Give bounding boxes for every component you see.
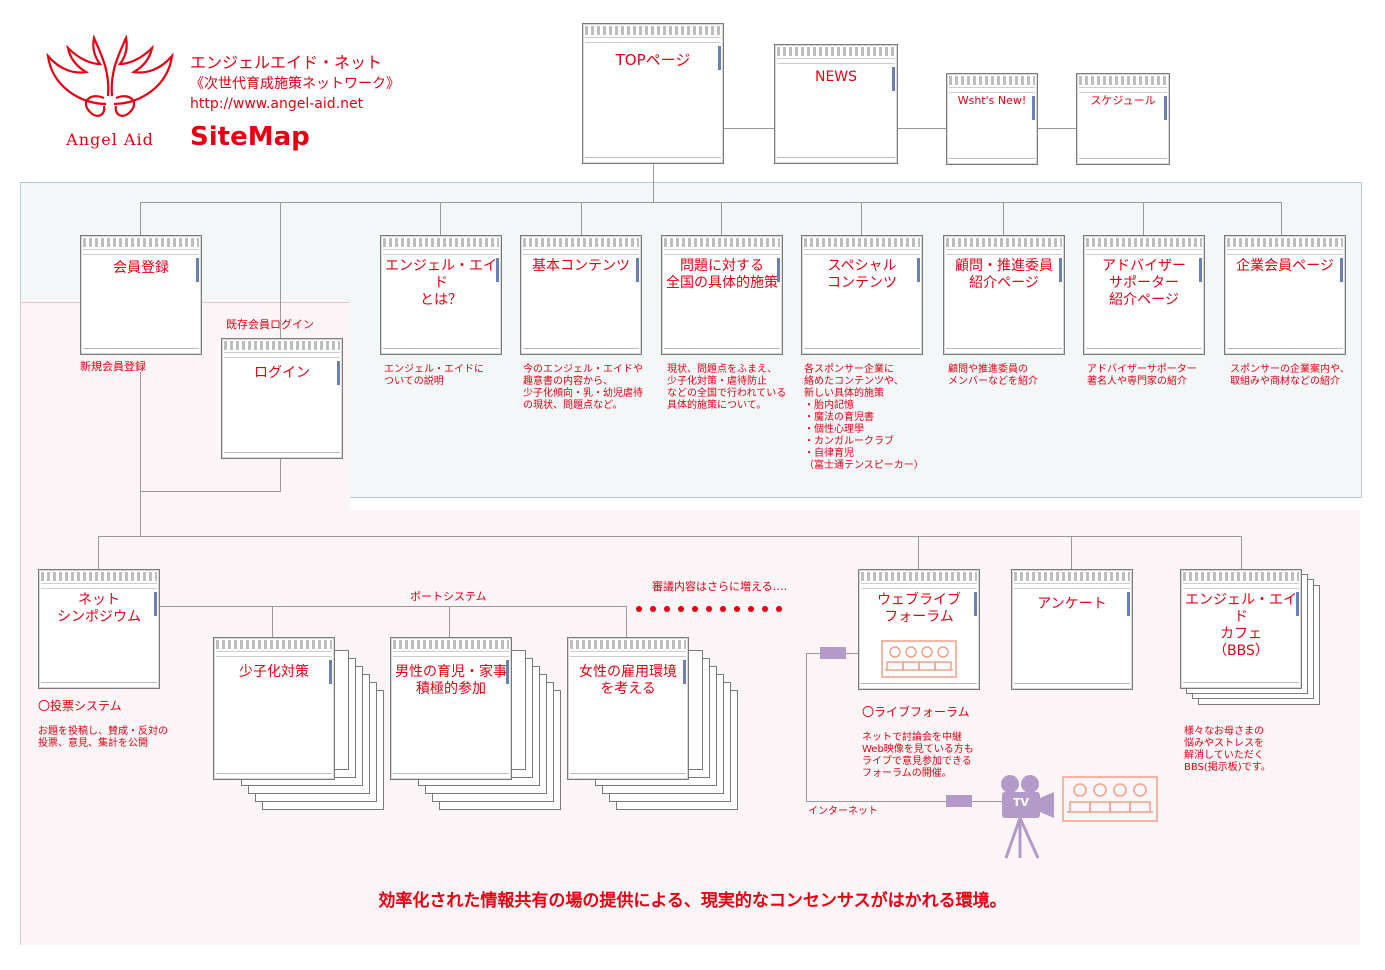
schedule-window[interactable]: スケジュール [1076, 73, 1170, 165]
window-title: スペシャル コンテンツ [827, 258, 897, 291]
window-title: スケジュール [1090, 94, 1156, 107]
window-title: 会員登録 [113, 260, 169, 276]
content-desc: 現状、問題点をふまえ、 少子化対策・虐待防止 などの全国で行われている 具体的施… [667, 364, 787, 411]
tv-label: TV [1012, 796, 1030, 809]
window-title: TOPページ [615, 51, 691, 69]
connector [806, 801, 1006, 802]
connector [653, 162, 654, 202]
login-window[interactable]: ログイン [221, 338, 343, 459]
content-desc: 今のエンジェル・エイドや 趣意書の内容から、 少子化傾向・乳・幼児虐待 の現状、… [523, 364, 643, 411]
window-title: 女性の雇用環境 を考える [579, 664, 677, 697]
content-desc: 顧問や推進委員の メンバーなどを紹介 [948, 364, 1038, 387]
news-window[interactable]: NEWS [774, 44, 898, 164]
logo-text: Angel Aid [66, 130, 154, 149]
cafe-desc: 様々なお母さまの 悩みやストレスを 解消していただく BBS(掲示板)です。 [1184, 726, 1271, 773]
tagline: 効率化された情報共有の場の提供による、現実的なコンセンサスがはかれる環境。 [378, 891, 1007, 911]
window-title: エンジェル・エイド カフェ （BBS） [1185, 592, 1297, 659]
audience-icon [1062, 776, 1158, 826]
content-window-supporters[interactable]: アドバイザー サポーター 紹介ページ [1083, 235, 1205, 355]
connector [1281, 202, 1282, 235]
window-title: ウェブライブ フォーラム [877, 592, 961, 625]
more-dots [634, 600, 784, 619]
site-url[interactable]: http://www.angel-aid.net [190, 96, 364, 112]
member-register-window[interactable]: 会員登録 [80, 235, 202, 355]
connector [98, 536, 1242, 537]
content-window-corporate[interactable]: 企業会員ページ [1224, 235, 1346, 355]
connector [918, 536, 919, 569]
network-link-icon [946, 795, 972, 807]
connector [721, 202, 722, 235]
connector [280, 202, 281, 338]
live-forum-window[interactable]: ウェブライブ フォーラム [858, 569, 980, 690]
more-topics-label: 審議内容はさらに増える‥‥ [652, 580, 788, 593]
top-page-window[interactable]: TOPページ [582, 23, 724, 164]
site-title: エンジェルエイド・ネット [190, 53, 383, 72]
connector [581, 202, 582, 235]
content-window-measures[interactable]: 問題に対する 全国の具体的施策 [661, 235, 783, 355]
wings-icon [46, 34, 174, 117]
connector [98, 536, 99, 569]
sitemap-heading: SiteMap [190, 122, 310, 152]
vote-system-label: ボートシステム [410, 590, 487, 603]
connector [1003, 202, 1004, 235]
internet-label: インターネット [808, 806, 878, 817]
connector [440, 202, 441, 235]
connector [1036, 128, 1076, 129]
survey-window[interactable]: アンケート [1011, 569, 1133, 690]
live-forum-heading: 〇ライブフォーラム [862, 705, 970, 719]
connector [140, 491, 281, 492]
window-title: ログイン [254, 365, 310, 381]
content-window-special[interactable]: スペシャル コンテンツ [801, 235, 923, 355]
window-title: アドバイザー サポーター 紹介ページ [1102, 258, 1186, 308]
connector [140, 372, 141, 536]
content-window-advisors[interactable]: 顧問・推進委員 紹介ページ [943, 235, 1065, 355]
site-subtitle: 《次世代育成施策ネットワーク》 [190, 76, 400, 92]
connector [272, 606, 273, 637]
whats-new-window[interactable]: Wsht's New! [946, 73, 1038, 165]
window-title: ネット シンポジウム [57, 592, 141, 625]
connector [1241, 536, 1242, 569]
symposium-window[interactable]: ネット シンポジウム [38, 569, 160, 689]
window-title: 問題に対する 全国の具体的施策 [666, 258, 778, 291]
video-camera-icon: TV [994, 774, 1056, 860]
window-title: 企業会員ページ [1236, 258, 1334, 274]
connector [896, 128, 946, 129]
connector [140, 202, 141, 235]
connector [280, 457, 281, 491]
connector [806, 653, 807, 801]
live-forum-desc: ネットで討論会を中継 Web映像を見ている方も ライブで意見参加できる フォーラ… [862, 732, 974, 779]
content-window-about[interactable]: エンジェル・エイド とは？ [380, 235, 502, 355]
connector [449, 606, 450, 637]
content-window-basic[interactable]: 基本コンテンツ [520, 235, 642, 355]
connector [140, 202, 1281, 203]
window-title: 基本コンテンツ [532, 258, 630, 274]
vote-system-heading: 〇投票システム [38, 699, 122, 713]
connector [626, 606, 627, 637]
connector [722, 128, 774, 129]
window-title: アンケート [1037, 596, 1107, 612]
connector [861, 202, 862, 235]
window-title: Wsht's New! [957, 94, 1027, 107]
content-desc: アドバイザーサポーター 著名人や専門家の紹介 [1087, 364, 1197, 387]
angel-aid-logo[interactable]: Angel Aid [40, 26, 180, 156]
new-register-label: 新規会員登録 [80, 360, 146, 373]
window-title: NEWS [814, 69, 858, 85]
window-title: 顧問・推進委員 紹介ページ [955, 258, 1053, 291]
connector [1143, 202, 1144, 235]
window-title: 少子化対策 [239, 664, 309, 680]
audience-icon [881, 640, 957, 678]
network-link-icon [820, 647, 846, 659]
window-title: エンジェル・エイド とは？ [385, 258, 497, 308]
connector [1071, 536, 1072, 569]
existing-login-label: 既存会員ログイン [226, 318, 314, 331]
window-title: 男性の育児・家事 積極的参加 [395, 664, 507, 697]
content-desc: 各スポンサー企業に 絡めたコンテンツや、 新しい具体的施策 ・胎内記憶 ・魔法の… [804, 364, 924, 471]
vote-system-desc: お題を投稿し、賛成・反対の 投票、意見、集計を公開 [38, 726, 168, 749]
connector [158, 606, 626, 607]
content-desc: エンジェル・エイドに ついての説明 [384, 364, 484, 387]
content-desc: スポンサーの企業案内や、 取組みや商材などの紹介 [1230, 364, 1350, 387]
